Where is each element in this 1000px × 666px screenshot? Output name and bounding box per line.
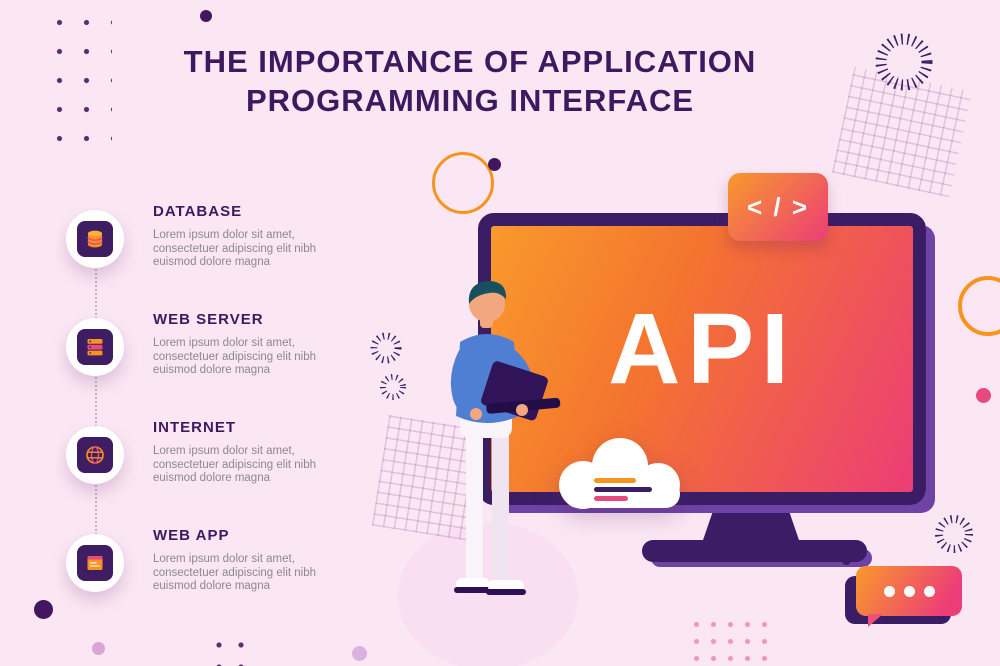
title-line-1: THE IMPORTANCE OF APPLICATION xyxy=(183,44,757,79)
timeline-connector xyxy=(95,250,97,550)
list-item-internet: INTERNET Lorem ipsum dolor sit amet, con… xyxy=(66,418,396,486)
starburst-left-2-icon xyxy=(380,374,406,400)
page-title: THE IMPORTANCE OF APPLICATION PROGRAMMIN… xyxy=(70,42,870,120)
cloud-icon xyxy=(559,438,680,509)
code-tag-text: < / > xyxy=(746,191,810,222)
item-label-internet: INTERNET xyxy=(153,419,236,436)
item-desc-internet: Lorem ipsum dolor sit amet, consectetuer… xyxy=(153,445,317,484)
light-dot-bottom-left xyxy=(92,642,105,655)
database-badge xyxy=(66,210,124,268)
code-tag-badge: < / > xyxy=(728,173,828,241)
pink-dot-grid-bottom-right xyxy=(688,616,772,662)
item-label-database: DATABASE xyxy=(153,203,243,220)
purple-dot-near-ring xyxy=(488,158,501,171)
item-desc-web-server: Lorem ipsum dolor sit amet, consectetuer… xyxy=(153,337,317,376)
orange-ring-top xyxy=(432,152,494,214)
bubble-dot xyxy=(923,585,935,597)
list-item-web-app: WEB APP Lorem ipsum dolor sit amet, cons… xyxy=(66,526,396,594)
item-desc-web-app: Lorem ipsum dolor sit amet, consectetuer… xyxy=(153,553,317,592)
person-illustration xyxy=(450,281,561,595)
web-server-badge xyxy=(66,318,124,376)
api-text: API xyxy=(608,292,796,405)
title-line-2: PROGRAMMING INTERFACE xyxy=(245,83,695,118)
monitor-neck xyxy=(702,503,800,543)
light-dot-bottom-center xyxy=(352,646,367,661)
dot-grid-top-left xyxy=(46,8,112,154)
server-icon xyxy=(77,329,113,365)
purple-dot-bottom-left xyxy=(34,600,53,619)
orange-ring-right xyxy=(958,276,1000,336)
bubble-dot xyxy=(903,585,915,597)
database-icon xyxy=(77,221,113,257)
app-window-icon xyxy=(77,545,113,581)
bubble-dot xyxy=(883,585,895,597)
starburst-bottom-right-icon xyxy=(935,515,973,553)
starburst-left-1-icon xyxy=(370,332,402,364)
chat-bubble-icon xyxy=(856,566,962,627)
pink-dot-right xyxy=(976,388,991,403)
item-label-web-app: WEB APP xyxy=(153,527,230,544)
list-item-web-server: WEB SERVER Lorem ipsum dolor sit amet, c… xyxy=(66,310,396,378)
globe-icon xyxy=(77,437,113,473)
list-item-database: DATABASE Lorem ipsum dolor sit amet, con… xyxy=(66,202,396,270)
starburst-top-right-icon xyxy=(875,33,933,91)
web-app-badge xyxy=(66,534,124,592)
monitor-base xyxy=(642,540,867,562)
item-label-web-server: WEB SERVER xyxy=(153,311,264,328)
item-desc-database: Lorem ipsum dolor sit amet, consectetuer… xyxy=(153,229,317,268)
dot-cluster-bottom-center xyxy=(208,634,254,666)
internet-badge xyxy=(66,426,124,484)
purple-dot-near-bubble xyxy=(842,556,851,565)
purple-dot-top xyxy=(200,10,212,22)
